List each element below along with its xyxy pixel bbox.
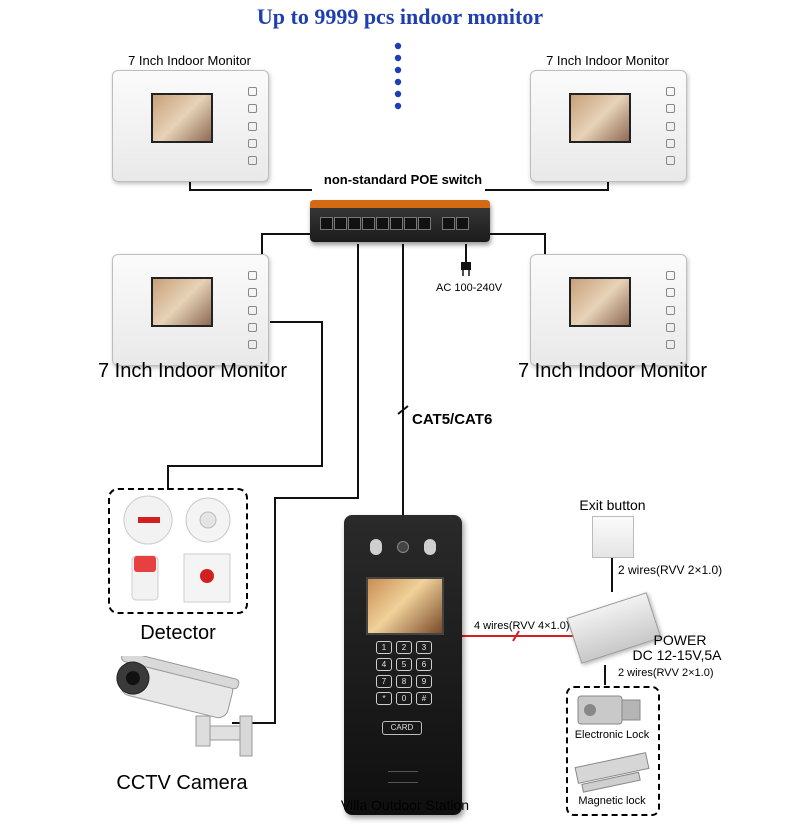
cable-label: CAT5/CAT6 [412, 411, 493, 428]
poe-switch [310, 200, 490, 242]
monitor-buttons [248, 271, 257, 349]
monitor-screen [151, 277, 213, 327]
monitor-screen [569, 277, 631, 327]
keypad-key: 6 [416, 658, 432, 671]
indoor-monitor-bottom-left [112, 254, 269, 366]
detector-label: Detector [140, 622, 216, 644]
keypad-key: 1 [376, 641, 392, 654]
station-camera-screen [366, 577, 444, 635]
monitor-buttons [248, 87, 257, 165]
detector-group [108, 488, 248, 614]
more-monitors-dots [394, 42, 402, 110]
switch-label: non-standard POE switch [323, 172, 483, 187]
keypad-key: # [416, 692, 432, 705]
switch-power-label: AC 100-240V [436, 282, 503, 294]
keypad-key: 8 [396, 675, 412, 688]
keypad-key: 0 [396, 692, 412, 705]
keypad-key: 4 [376, 658, 392, 671]
wire-label-power-lock: 2 wires(RVV 2×1.0) [618, 667, 714, 679]
diagram-title: Up to 9999 pcs indoor monitor [256, 4, 544, 29]
card-reader: CARD [382, 721, 422, 735]
wire-label-exit-power: 2 wires(RVV 2×1.0) [618, 563, 723, 577]
indoor-monitor-bottom-right [530, 254, 687, 366]
indoor-monitor-top-left [112, 70, 269, 182]
keypad-key: 7 [376, 675, 392, 688]
station-label: Villa Outdoor Station [340, 797, 470, 813]
monitor-label-top-left: 7 Inch Indoor Monitor [128, 53, 251, 68]
monitor-buttons [666, 87, 675, 165]
camera-label: CCTV Camera [116, 772, 248, 794]
wire-label-station-power: 4 wires(RVV 4×1.0) [474, 620, 570, 632]
keypad-key: 9 [416, 675, 432, 688]
electronic-lock-label: Electronic Lock [574, 729, 650, 741]
exit-button-label: Exit button [579, 497, 646, 513]
monitor-screen [569, 93, 631, 143]
monitor-label-top-right: 7 Inch Indoor Monitor [546, 53, 669, 68]
power-label: POWER [653, 632, 707, 648]
keypad-key: 3 [416, 641, 432, 654]
monitor-buttons [666, 271, 675, 349]
lock-devices [574, 695, 650, 793]
power-spec: DC 12-15V,5A [632, 647, 722, 663]
keypad-key: * [376, 692, 392, 705]
lock-group [566, 686, 660, 816]
monitor-label-bottom-left: 7 Inch Indoor Monitor [98, 360, 287, 382]
indoor-monitor-top-right [530, 70, 687, 182]
magnetic-lock-label: Magnetic lock [578, 795, 646, 807]
monitor-label-bottom-right: 7 Inch Indoor Monitor [518, 360, 707, 382]
keypad-key: 2 [396, 641, 412, 654]
keypad-key: 5 [396, 658, 412, 671]
cctv-camera-icon [116, 656, 253, 757]
monitor-screen [151, 93, 213, 143]
exit-button-device [592, 516, 634, 558]
detector-devices [123, 495, 231, 603]
